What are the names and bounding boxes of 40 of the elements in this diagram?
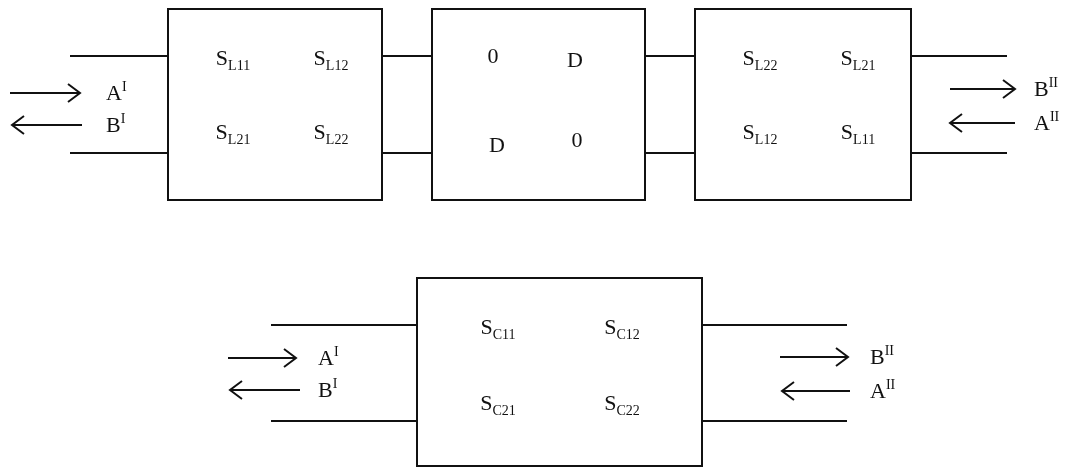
block-box [694, 8, 912, 201]
port-line [69, 55, 168, 57]
matrix-entry: D [567, 49, 583, 71]
block-box [416, 277, 703, 467]
matrix-entry: 0 [571, 129, 583, 151]
wave-label: A$^{I}$ [318, 345, 339, 369]
wave-label: A$^{II}$ [1034, 110, 1060, 134]
matrix-entry: S$_{C21}$ [480, 392, 516, 418]
port-line [911, 55, 1008, 57]
matrix-entry: D [489, 134, 505, 156]
port-line [69, 152, 168, 154]
block-box [167, 8, 383, 201]
port-line [382, 152, 432, 154]
matrix-entry: S$_{C12}$ [604, 316, 640, 342]
matrix-entry: S$_{L11}$ [215, 47, 251, 73]
matrix-entry: S$_{C22}$ [604, 392, 640, 418]
port-line [645, 152, 695, 154]
wave-label: A$^{II}$ [870, 378, 896, 402]
wave-label: B$^{I}$ [318, 377, 338, 401]
matrix-entry: S$_{C11}$ [480, 316, 516, 342]
matrix-entry: S$_{L11}$ [840, 121, 876, 147]
port-line [645, 55, 695, 57]
matrix-entry: S$_{L12}$ [313, 47, 349, 73]
matrix-entry: S$_{L22}$ [313, 121, 349, 147]
port-line [702, 420, 848, 422]
matrix-entry: S$_{L21}$ [215, 121, 251, 147]
port-line [270, 420, 417, 422]
port-line [382, 55, 432, 57]
wave-label: A$^{I}$ [106, 80, 127, 104]
matrix-entry: S$_{L12}$ [742, 121, 778, 147]
block-box [431, 8, 646, 201]
matrix-entry: 0 [487, 45, 499, 67]
wave-label: B$^{I}$ [106, 112, 126, 136]
port-line [911, 152, 1008, 154]
port-line [702, 324, 848, 326]
wave-label: B$^{II}$ [1034, 76, 1058, 100]
port-line [270, 324, 417, 326]
matrix-entry: S$_{L21}$ [840, 47, 876, 73]
wave-label: B$^{II}$ [870, 344, 894, 368]
matrix-entry: S$_{L22}$ [742, 47, 778, 73]
